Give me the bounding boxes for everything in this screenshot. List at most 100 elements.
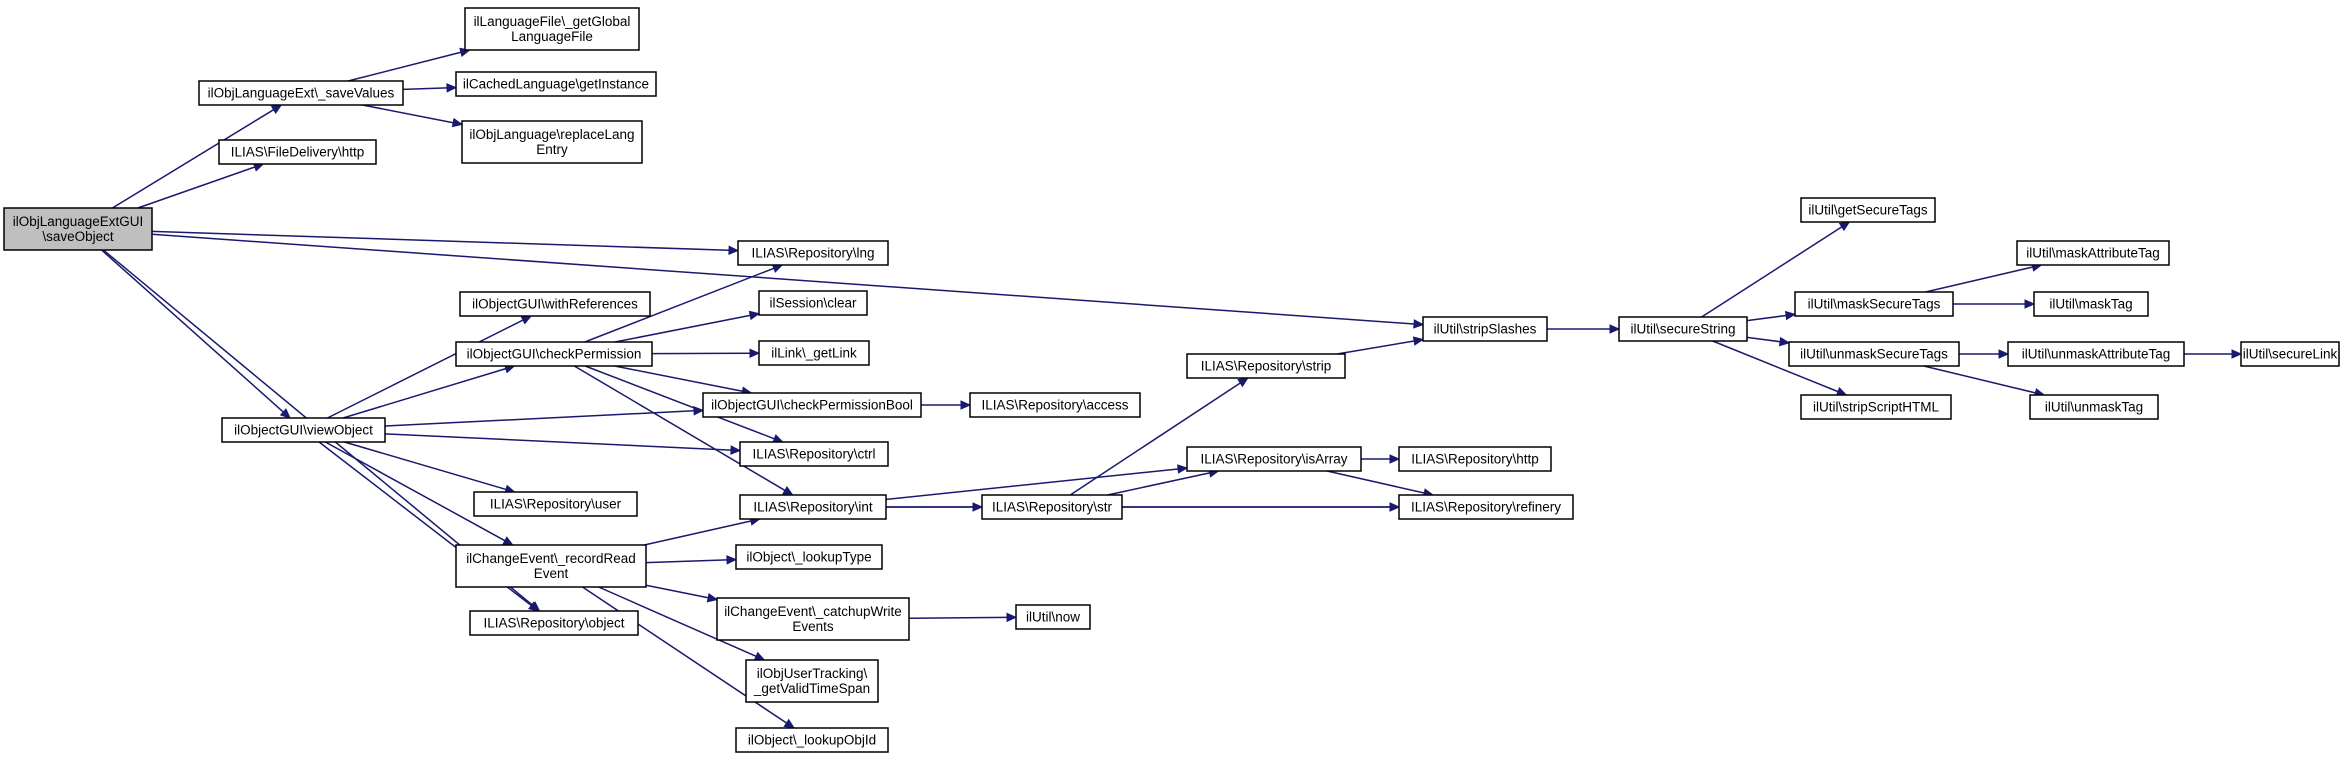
edge-line	[137, 166, 256, 209]
call-edges	[101, 47, 2243, 729]
function-node[interactable]: ilUtil\unmaskAttributeTag	[2007, 341, 2185, 367]
edge-line	[584, 267, 775, 343]
function-node[interactable]: ILIAS\Repository\str	[981, 494, 1123, 520]
edge-line	[1326, 470, 1425, 494]
node-box	[745, 659, 879, 703]
function-node[interactable]: ILIAS\Repository\strip	[1186, 353, 1346, 379]
call-edge	[885, 464, 1189, 501]
arrowhead	[749, 348, 761, 359]
function-node[interactable]: ilUtil\now	[1015, 604, 1091, 630]
node-label: ilUtil\secureString	[1630, 322, 1735, 337]
function-node[interactable]: ilObject\_lookupObjId	[735, 727, 889, 753]
function-node[interactable]: ilUtil\unmaskTag	[2029, 394, 2159, 420]
function-node[interactable]: ILIAS\Repository\user	[473, 491, 638, 517]
function-node[interactable]: ilUtil\stripScriptHTML	[1800, 394, 1952, 420]
node-box	[735, 544, 883, 570]
function-node[interactable]: ilUtil\maskTag	[2033, 291, 2149, 317]
call-edge	[327, 315, 533, 419]
function-node[interactable]: ilObjLanguageExtGUI\saveObject	[3, 207, 153, 251]
edge-line	[645, 559, 728, 564]
node-box	[1015, 604, 1091, 630]
edge-line	[101, 249, 284, 413]
edge-line	[645, 584, 709, 599]
node-label: ILIAS\Repository\access	[981, 398, 1128, 413]
edge-line	[347, 51, 462, 82]
node-box	[473, 491, 638, 517]
function-node[interactable]: ILIAS\Repository\ctrl	[739, 441, 889, 467]
node-box	[455, 544, 647, 588]
function-node[interactable]: ilObjectGUI\viewObject	[221, 417, 386, 443]
function-node[interactable]: ilObjectGUI\checkPermission	[455, 341, 653, 367]
node-label: ilObjUserTracking\	[757, 666, 868, 681]
call-edge	[584, 365, 784, 444]
function-node[interactable]: ilObjUserTracking\_getValidTimeSpan	[745, 659, 879, 703]
node-box	[459, 291, 651, 317]
function-node[interactable]: ILIAS\Repository\lng	[737, 240, 889, 266]
function-node[interactable]: ilUtil\secureLink	[2240, 341, 2340, 367]
function-node[interactable]: ilObject\_lookupType	[735, 544, 883, 570]
function-node[interactable]: ILIAS\Repository\object	[469, 610, 639, 636]
function-node[interactable]: ilUtil\stripSlashes	[1422, 316, 1548, 342]
node-label: \saveObject	[42, 229, 114, 244]
function-node[interactable]: ilObjectGUI\checkPermissionBool	[702, 392, 922, 418]
edge-line	[573, 365, 786, 492]
arrowhead	[782, 486, 794, 496]
arrowhead	[279, 408, 291, 419]
node-label: ILIAS\FileDelivery\http	[231, 145, 365, 160]
edge-line	[614, 365, 743, 392]
root-node-box	[3, 207, 153, 251]
node-box	[2016, 240, 2170, 266]
function-node[interactable]: ilLink\_getLink	[758, 340, 870, 366]
function-node[interactable]: ilUtil\unmaskSecureTags	[1788, 341, 1960, 367]
function-node[interactable]: ILIAS\Repository\http	[1398, 446, 1552, 472]
node-box	[981, 494, 1123, 520]
function-node[interactable]: ilUtil\maskSecureTags	[1794, 291, 1954, 317]
node-label: ilObject\_lookupObjId	[748, 733, 876, 748]
arrowhead	[1609, 324, 1621, 334]
function-node[interactable]: ilUtil\maskAttributeTag	[2016, 240, 2170, 266]
call-edge	[151, 233, 1425, 329]
node-label: ILIAS\Repository\strip	[1201, 359, 1332, 374]
node-label: ilObjectGUI\viewObject	[234, 423, 373, 438]
node-label: ilUtil\stripScriptHTML	[1813, 400, 1940, 415]
node-label: ILIAS\Repository\str	[992, 500, 1113, 515]
edge-line	[384, 433, 732, 451]
function-node[interactable]: ilUtil\secureString	[1618, 316, 1748, 342]
edge-line	[327, 319, 524, 419]
function-node[interactable]: ILIAS\Repository\int	[739, 494, 887, 520]
arrowhead	[726, 555, 738, 565]
arrowhead	[527, 601, 540, 612]
call-edge	[2184, 349, 2243, 359]
edge-line	[614, 314, 751, 343]
call-edge	[614, 310, 761, 343]
node-box	[2007, 341, 2185, 367]
function-node[interactable]: ilUtil\getSecureTags	[1800, 197, 1936, 223]
function-node[interactable]: ILIAS\Repository\refinery	[1398, 494, 1574, 520]
arrowhead	[451, 117, 464, 128]
function-node[interactable]: ilObjLanguageExt\_saveValues	[198, 80, 404, 106]
function-node[interactable]: ilObjectGUI\withReferences	[459, 291, 651, 317]
function-node[interactable]: ILIAS\FileDelivery\http	[218, 139, 377, 165]
node-box	[716, 597, 910, 641]
function-node[interactable]: ilCachedLanguage\getInstance	[455, 71, 657, 97]
edge-line	[151, 233, 1415, 325]
node-label: ilUtil\maskAttributeTag	[2026, 246, 2160, 261]
arrowhead	[1006, 612, 1018, 623]
node-label: ilChangeEvent\_recordRead	[466, 551, 636, 566]
arrowhead	[706, 593, 719, 603]
call-edge	[1701, 221, 1851, 318]
node-label: ILIAS\Repository\user	[490, 497, 622, 512]
function-node[interactable]: ILIAS\Repository\isArray	[1186, 446, 1362, 472]
node-box	[469, 610, 639, 636]
edge-line	[324, 441, 506, 542]
function-node[interactable]: ILIAS\Repository\access	[969, 392, 1141, 418]
node-box	[2240, 341, 2340, 367]
call-edge	[137, 162, 265, 209]
function-node[interactable]: ilSession\clear	[758, 290, 868, 316]
call-edge	[1069, 377, 1249, 496]
node-label: ilUtil\stripSlashes	[1434, 322, 1537, 337]
